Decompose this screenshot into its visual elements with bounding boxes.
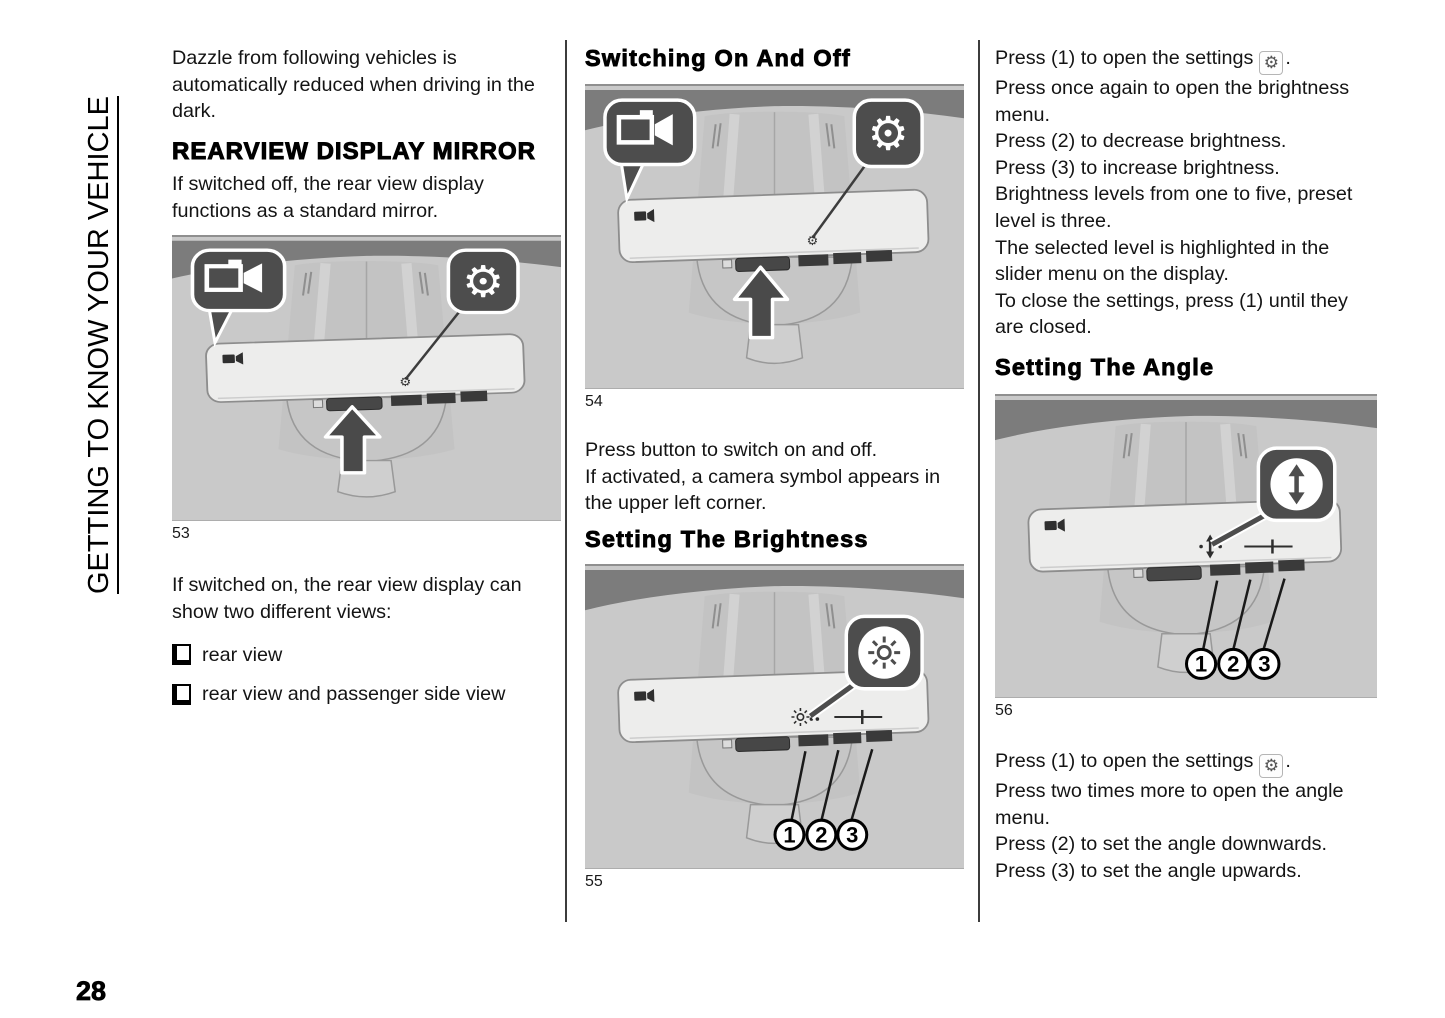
rearview-mirror-scene bbox=[995, 396, 1377, 697]
brightness-callout-icon bbox=[807, 614, 924, 720]
figure-top-rule bbox=[585, 563, 964, 566]
figure-54-label: 54 bbox=[585, 393, 603, 410]
sentence: Press (2) to set the angle downwards. bbox=[995, 833, 1328, 856]
column-divider bbox=[565, 40, 567, 922]
sentence: Press button to switch on and off. bbox=[585, 439, 878, 461]
section-heading-setting-brightness: Setting The Brightness bbox=[585, 525, 869, 552]
paragraph-brightness-instructions: Press (1) to open the settings⚙. Press o… bbox=[995, 45, 1377, 341]
callout-leader-lines bbox=[790, 748, 874, 821]
callout-3: 3 bbox=[836, 818, 869, 851]
callout-1: 1 bbox=[1184, 647, 1218, 680]
figure-55-illustration: 1 2 3 bbox=[585, 566, 964, 869]
figure-top-rule bbox=[585, 84, 964, 86]
figure-56-illustration: 1 2 3 bbox=[995, 396, 1377, 698]
sentence: Press (2) to decrease brightness. bbox=[995, 130, 1287, 153]
level-dot bbox=[1199, 544, 1203, 549]
bullet-label: rear view and passenger side view bbox=[202, 683, 506, 706]
brightness-symbol bbox=[791, 707, 810, 726]
sentence: Press (3) to increase brightness. bbox=[995, 156, 1280, 179]
rearview-mirror-scene bbox=[585, 566, 964, 868]
sentence: Press (1) to open the settings⚙. bbox=[995, 45, 1377, 75]
figure-55-label: 55 bbox=[585, 872, 603, 890]
section-heading-switching-on-off: Switching On And Off bbox=[585, 45, 851, 72]
list-item: rear view bbox=[172, 642, 561, 669]
angle-arrows-callout-icon bbox=[1209, 446, 1337, 549]
chapter-title-vertical: GETTING TO KNOW YOUR VEHICLE bbox=[83, 96, 119, 594]
sentence: Press (3) to set the angle upwards. bbox=[995, 859, 1302, 882]
figure-top-rule bbox=[172, 235, 561, 238]
callout-2: 2 bbox=[1217, 647, 1250, 680]
section-heading-setting-angle: Setting The Angle bbox=[995, 353, 1215, 380]
slider-symbol bbox=[1244, 539, 1293, 554]
level-dot bbox=[815, 716, 820, 721]
paragraph-angle-instructions: Press (1) to open the settings⚙. Press t… bbox=[995, 748, 1377, 884]
figure-top-rule bbox=[995, 393, 1377, 396]
square-bullet-icon bbox=[172, 684, 191, 706]
svg-text:1: 1 bbox=[1195, 651, 1207, 676]
svg-text:3: 3 bbox=[846, 822, 858, 847]
paragraph-switched-on: If switched on, the rear view display ca… bbox=[172, 574, 522, 624]
settings-gear-icon: ⚙ bbox=[1259, 51, 1284, 75]
sentence: The selected level is highlighted in the… bbox=[995, 236, 1330, 286]
svg-text:2: 2 bbox=[1227, 651, 1239, 676]
bullet-label: rear view bbox=[202, 643, 283, 666]
page-number: 28 bbox=[76, 976, 107, 1007]
paragraph-press-button: Press button to switch on and off. If ac… bbox=[585, 437, 964, 517]
sentence: Brightness levels from one to five, pres… bbox=[995, 183, 1353, 232]
slider-symbol bbox=[834, 709, 883, 724]
sentence: Press two times more to open the angle m… bbox=[995, 779, 1344, 829]
callout-3: 3 bbox=[1248, 647, 1281, 680]
list-item: rear view and passenger side view bbox=[172, 681, 561, 708]
section-heading-rearview-display-mirror: REARVIEW DISPLAY MIRROR bbox=[172, 137, 536, 165]
column-1: Dazzle from following vehicles is automa… bbox=[172, 45, 561, 708]
callout-1: 1 bbox=[773, 818, 806, 851]
svg-text:2: 2 bbox=[815, 822, 827, 847]
sentence: If activated, a camera symbol appears in… bbox=[585, 465, 941, 515]
square-bullet-icon bbox=[172, 644, 191, 666]
figure-53-illustration bbox=[172, 237, 561, 522]
callout-leader-lines bbox=[1201, 578, 1286, 651]
figure-56-label: 56 bbox=[995, 701, 1013, 719]
callout-2: 2 bbox=[805, 818, 838, 851]
column-divider bbox=[978, 40, 980, 922]
sentence: Press (1) to open the settings⚙. bbox=[995, 748, 1377, 778]
svg-text:1: 1 bbox=[783, 822, 795, 847]
sentence: Press once again to open the brightness … bbox=[995, 77, 1350, 126]
paragraph-dazzle: Dazzle from following vehicles is automa… bbox=[172, 47, 535, 123]
svg-text:3: 3 bbox=[1258, 651, 1270, 676]
sentence: To close the settings, press (1) until t… bbox=[995, 289, 1348, 339]
figure-53-label: 53 bbox=[172, 525, 190, 543]
figure-54-illustration bbox=[585, 86, 964, 389]
column-2: Switching On And Off 54 Press button to … bbox=[585, 45, 964, 891]
column-3: Press (1) to open the settings⚙. Press o… bbox=[995, 45, 1377, 884]
settings-gear-icon: ⚙ bbox=[1259, 753, 1284, 778]
paragraph-switched-off: If switched off, the rear view display f… bbox=[172, 173, 484, 222]
